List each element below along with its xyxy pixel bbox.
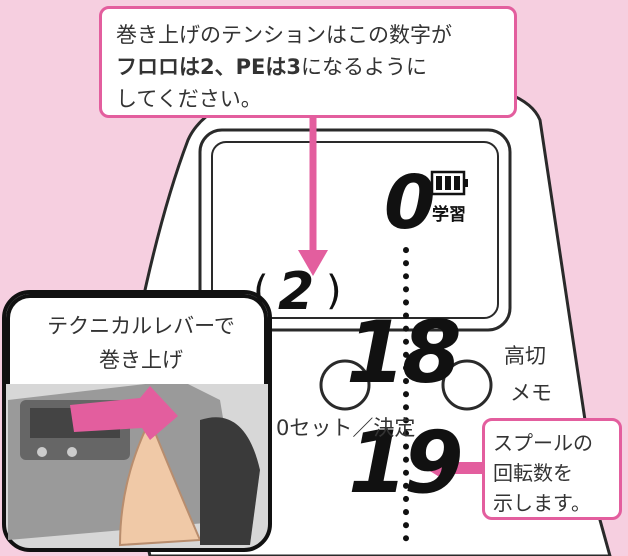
lever-callout-line1: テクニカルレバーで [47,314,235,338]
zero-set-label: 0セット／決定 [276,416,416,440]
tension-close-paren: ) [326,268,342,314]
tension-values: フロロは2、PEは3 [116,55,301,79]
tension-callout: 巻き上げのテンションはこの数字が フロロは2、PEは3になるように してください… [99,6,517,118]
memo-label: メモ [510,381,552,405]
callout-arrow-head [298,250,328,276]
spool-arrow [425,455,490,481]
tension-callout-line2: フロロは2、PEは3になるように [116,51,427,81]
spool-callout: スプールの 回転数を 示します。 [482,418,622,520]
spool-callout-line2: 回転数を [493,461,573,485]
lever-callout-line2: 巻き上げ [99,348,183,372]
tension-callout-line1: 巻き上げのテンションはこの数字が [116,23,452,47]
memo-button[interactable] [441,359,493,411]
cut-label: 高切 [504,344,546,368]
lcd-screen [211,141,499,319]
tension-callout-line2-rest: になるように [300,55,427,79]
learn-label: 学習 [432,205,466,225]
spool-count-1: 18 [346,303,462,403]
battery-icon [430,170,468,196]
tension-value: 2 [278,262,315,322]
top-count-digit: 0 [384,160,436,246]
zero-set-button[interactable] [319,359,371,411]
spool-callout-line1: スプールの [493,431,593,455]
lever-callout: テクニカルレバーで 巻き上げ [6,294,268,384]
spool-callout-line3: 示します。 [493,491,591,515]
tension-callout-line3: してください。 [116,87,262,111]
spool-count-2: 19 [348,413,464,513]
